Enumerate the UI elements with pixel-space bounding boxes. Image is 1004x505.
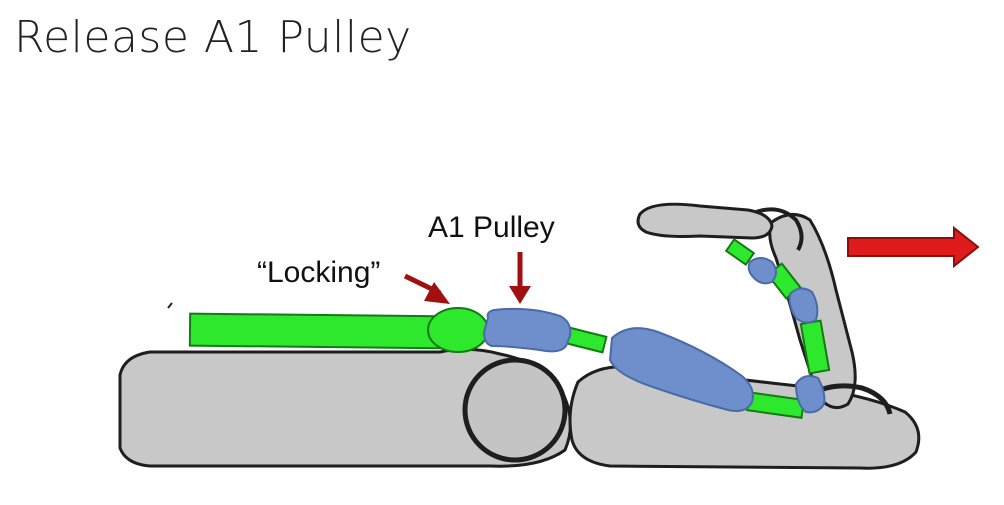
tendon-segment: [564, 326, 608, 354]
a4-pulley: [788, 287, 819, 324]
a3-pulley: [794, 375, 826, 414]
slide-title: Release A1 Pulley: [14, 12, 412, 63]
a2-pulley: [608, 327, 754, 412]
a1-pulley: [482, 307, 572, 353]
a5-pulley: [747, 257, 777, 285]
dip-joint: [755, 207, 804, 251]
tendon-segment: [724, 237, 756, 267]
distal-phalanx: [636, 202, 774, 240]
a1-pulley-pointer-arrow: [509, 252, 531, 304]
tendon-nodule: [427, 307, 489, 353]
metacarpal-head: [462, 357, 568, 463]
locking-label: “Locking”: [257, 256, 380, 289]
locking-pointer-arrow: [403, 273, 450, 304]
pull-direction-arrow: [847, 225, 980, 269]
tendon-origin-mark: [167, 302, 173, 309]
a1-pulley-label: A1 Pulley: [428, 211, 555, 244]
flexor-tendon: [188, 312, 452, 350]
